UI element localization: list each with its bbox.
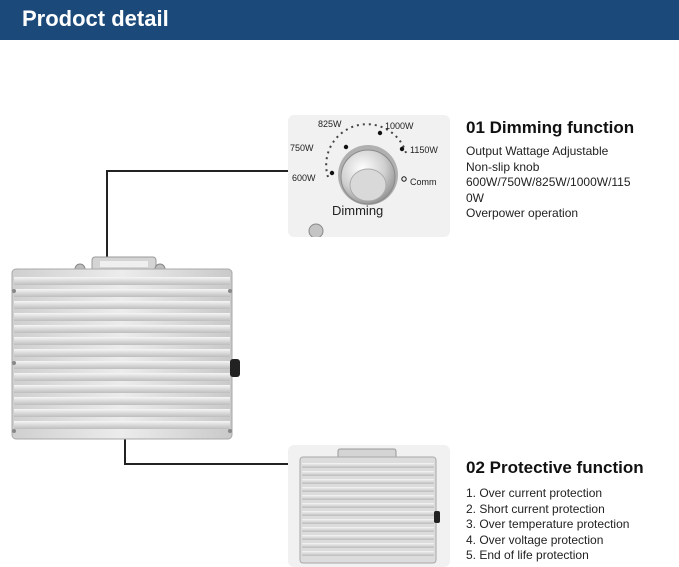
list-item: Non-slip knob — [466, 159, 540, 174]
list-item: Overpower operation — [466, 206, 579, 220]
knob-label-dimming: Dimming — [332, 203, 384, 218]
knob-label-1150w: 1150W — [410, 145, 438, 155]
list-item: 5. End of life protection — [466, 548, 589, 562]
page-title: Prodoct detail — [22, 6, 169, 31]
connector-line-bottom-horizontal — [124, 463, 290, 465]
list-item: 600W/750W/825W/1000W/115 — [466, 175, 631, 189]
list-item: 3. Over temperature protection — [466, 517, 630, 531]
knob-label-comm: Comm — [410, 177, 437, 187]
protective-unit-image — [288, 445, 450, 567]
list-item: 4. Over voltage protection — [466, 532, 604, 547]
dimming-function-list: Output Wattage Adjustable Non-slip knob … — [466, 144, 631, 222]
dimming-function-heading: 01 Dimming function — [466, 118, 635, 137]
protective-unit-svg — [299, 448, 440, 564]
dimming-knob-image: 825W 1000W 750W 1150W 600W Comm Dimming — [288, 115, 450, 237]
connector-line-top-horizontal — [106, 170, 290, 172]
ballast-unit-image — [11, 256, 240, 440]
protective-function-heading: 02 Protective function — [466, 458, 644, 477]
dimming-knob-svg — [308, 123, 407, 237]
connector-line-bottom-vertical — [124, 436, 126, 464]
list-item: Output Wattage Adjustable — [466, 144, 609, 158]
connector-line-top-vertical — [106, 170, 108, 260]
knob-label-750w: 750W — [290, 143, 314, 153]
knob-label-600w: 600W — [292, 173, 316, 183]
knob-label-825w: 825W — [318, 119, 342, 129]
list-item: 2. Short current protection — [466, 501, 605, 516]
header-bar: Prodoct detail — [0, 0, 679, 40]
heatsink-fins — [14, 277, 230, 429]
knob-label-1000w: 1000W — [385, 121, 414, 131]
protective-function-list: 1. Over current protection 2. Short curr… — [466, 486, 629, 564]
list-item: 1. Over current protection — [466, 486, 603, 500]
list-item: 0W — [466, 190, 484, 205]
